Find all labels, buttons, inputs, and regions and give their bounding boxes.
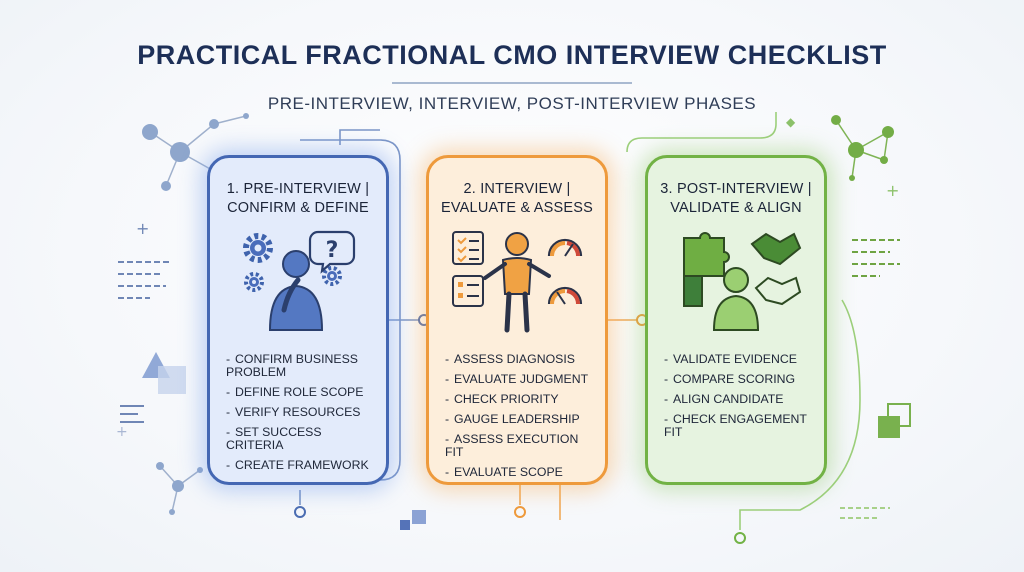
list-item: -DEFINE ROLE SCOPE [226,385,364,399]
phase-title-line1: 2. INTERVIEW | [463,181,571,197]
svg-text:?: ? [326,238,339,263]
checklist-icon [452,275,484,307]
phase-title-line2: EVALUATE & ASSESS [441,200,593,216]
phase-card-post-interview: 3. POST-INTERVIEW | VALIDATE & ALIGN -VA… [645,155,827,485]
svg-text:+: + [886,181,899,200]
list-item: -ALIGN CANDIDATE [664,392,784,406]
checklist-icon [452,231,484,265]
svg-text:◆: ◆ [786,115,796,129]
question-bubble-icon: ? [308,230,356,274]
list-item: -CREATE FRAMEWORK [226,458,369,472]
puzzle-icon [683,232,730,307]
gauge-icon [547,286,583,305]
list-item: -VERIFY RESOURCES [226,405,361,419]
page-subtitle: PRE-INTERVIEW, INTERVIEW, POST-INTERVIEW… [267,94,757,113]
phase-title-line2: CONFIRM & DEFINE [227,200,369,216]
phase-title-line1: 3. POST-INTERVIEW | [660,181,812,197]
pre-interview-illustration: ? [243,230,356,331]
phase-title-line1: 1. PRE-INTERVIEW | [226,181,370,197]
presenting-person-icon [483,232,551,333]
svg-text:+: + [116,424,128,440]
checklist: -VALIDATE EVIDENCE -COMPARE SCORING -ALI… [664,353,818,446]
title-divider [392,82,632,84]
list-item: -COMPARE SCORING [664,372,796,386]
svg-text:+: + [136,219,149,238]
checklist: -ASSESS DIAGNOSIS -EVALUATE JUDGMENT -CH… [445,353,599,486]
list-item: -GAUGE LEADERSHIP [445,412,580,426]
gear-icon [244,272,264,292]
interview-illustration [452,231,583,333]
list-item: -SET SUCCESS CRITERIA [226,425,322,452]
post-interview-illustration [683,232,802,331]
thinking-person-icon [268,250,324,331]
list-item: -EVALUATE SCOPE [445,465,563,479]
list-item: -VALIDATE EVIDENCE [664,352,797,366]
list-item: -CONFIRM BUSINESS PROBLEM [226,352,358,379]
phase-title: 3. POST-INTERVIEW | VALIDATE & ALIGN [656,180,816,218]
handshake-icon [750,232,802,266]
list-item: -ASSESS EXECUTION FIT [445,432,579,459]
gear-icon [243,233,273,263]
list-item: -ASSESS DIAGNOSIS [445,352,575,366]
checklist: -CONFIRM BUSINESS PROBLEM -DEFINE ROLE S… [226,353,380,479]
list-item: -CHECK PRIORITY [445,392,559,406]
phase-title: 1. PRE-INTERVIEW | CONFIRM & DEFINE [218,180,378,218]
gear-icon [322,266,342,286]
phase-title-line2: VALIDATE & ALIGN [670,200,802,216]
phase-card-pre-interview: 1. PRE-INTERVIEW | CONFIRM & DEFINE ? [207,155,389,485]
handshake-icon [754,276,802,306]
person-icon [712,267,760,331]
phase-title: 2. INTERVIEW | EVALUATE & ASSESS [437,180,597,218]
gauge-icon [547,238,583,257]
page-title: PRACTICAL FRACTIONAL CMO INTERVIEW CHECK… [137,40,887,70]
list-item: -CHECK ENGAGEMENT FIT [664,412,807,439]
phase-card-interview: 2. INTERVIEW | EVALUATE & ASSESS [426,155,608,485]
list-item: -EVALUATE JUDGMENT [445,372,589,386]
